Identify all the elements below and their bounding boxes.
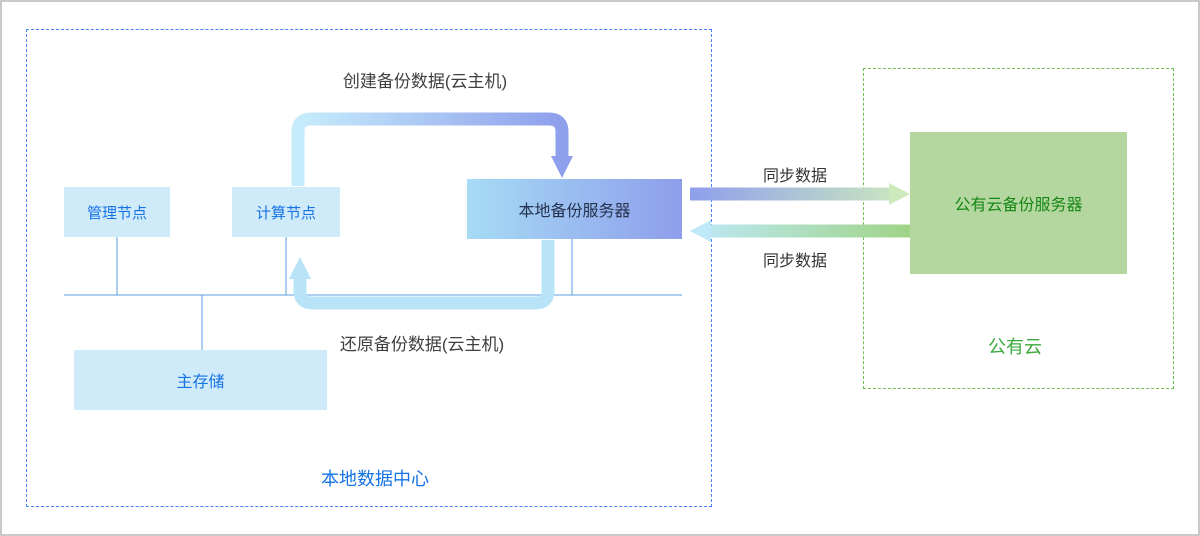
node-compute-label: 计算节点 xyxy=(255,204,316,222)
node-cloud-backup-server-label: 公有云备份服务器 xyxy=(954,197,1083,214)
local-datacenter-boundary xyxy=(26,29,712,507)
local-datacenter-label: 本地数据中心 xyxy=(321,469,429,489)
create-backup-flow-label: 创建备份数据(云主机) xyxy=(342,72,508,91)
sync-from-cloud-label: 同步数据 xyxy=(762,253,827,270)
node-local-backup-server-label: 本地备份服务器 xyxy=(518,203,631,220)
node-primary-storage-label: 主存储 xyxy=(176,374,225,391)
node-management: 管理节点 xyxy=(64,187,170,237)
public-cloud-label: 公有云 xyxy=(988,337,1042,357)
node-primary-storage: 主存储 xyxy=(74,350,327,410)
node-compute: 计算节点 xyxy=(232,187,340,237)
node-cloud-backup-server: 公有云备份服务器 xyxy=(910,132,1127,274)
sync-to-cloud-label: 同步数据 xyxy=(762,168,827,185)
restore-backup-flow-label: 还原备份数据(云主机) xyxy=(339,335,505,354)
node-management-label: 管理节点 xyxy=(86,204,147,222)
node-local-backup-server: 本地备份服务器 xyxy=(467,179,682,239)
